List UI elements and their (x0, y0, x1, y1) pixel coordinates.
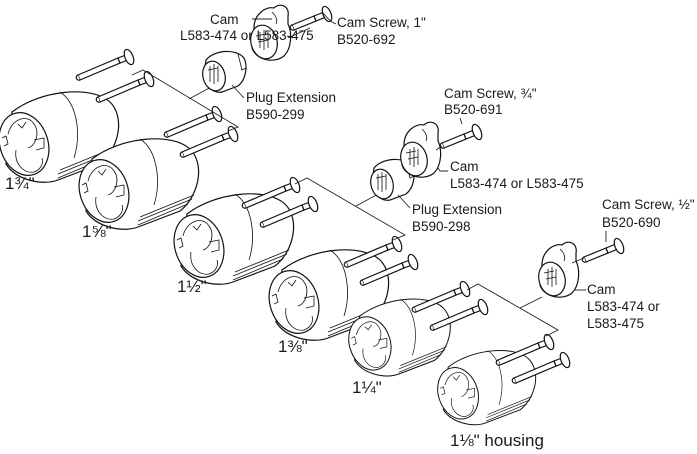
cam-screw-1-part: B520-692 (337, 32, 396, 47)
group-2: Cam Screw, ¾" B520-691 Cam L583-474 or L… (165, 86, 584, 356)
size-label-1-1-8: 1⅛" housing (450, 431, 544, 450)
leader-line (435, 145, 443, 151)
leader-line (437, 167, 448, 172)
bracket-line (294, 177, 407, 241)
cam-1-title: Cam (210, 12, 239, 27)
plug-extension-2-title: Plug Extension (412, 202, 502, 217)
leader-line (459, 117, 463, 125)
cam-3-title: Cam (587, 282, 616, 297)
plug-extension-2-part: B590-298 (412, 219, 471, 234)
group-1: Cam L583-474 or L583-475 Cam Screw, 1" B… (0, 4, 426, 241)
plug-extension-b590-299 (198, 50, 247, 94)
cam-3 (534, 241, 580, 300)
size-label-1-3-4: 1¾" (5, 174, 35, 193)
cam-screw-3-title: Cam Screw, ½" (602, 197, 695, 212)
cam-2-part: L583-474 or L583-475 (450, 176, 584, 191)
cam-2-title: Cam (450, 159, 479, 174)
size-label-1-1-8-value: 1⅛" (450, 431, 480, 450)
leader-line (571, 257, 585, 264)
housing-screw (75, 47, 137, 81)
housing-screw (95, 69, 157, 103)
cam-screw-1-2-inch (581, 236, 627, 263)
leader-line (231, 84, 245, 99)
cam-screw-2-part: B520-691 (444, 102, 503, 117)
leader-line (397, 194, 411, 209)
cam-screw-3-part: B520-690 (602, 215, 661, 230)
size-label-1-3-8: 1⅜" (278, 337, 308, 356)
leader-line (287, 27, 311, 39)
plug-extension-1-part: B590-299 (246, 107, 305, 122)
size-label-1-1-4: 1¼" (352, 378, 382, 397)
cam-1-part: L583-474 or L583-475 (180, 28, 314, 43)
cam-3-part-line1: L583-474 or (587, 299, 660, 314)
housing-screw (163, 104, 225, 138)
cam-screw-3-4-inch (439, 122, 485, 149)
bracket-line (466, 283, 559, 337)
leader-line (519, 296, 543, 309)
cam-3-part-line2: L583-475 (587, 316, 644, 331)
housing-1-1-2 (165, 193, 295, 285)
plug-extension-1-title: Plug Extension (246, 90, 336, 105)
group-3: Cam Screw, ½" B520-690 Cam L583-474 or L… (341, 197, 695, 450)
housing-1-1-8 (430, 350, 537, 426)
size-label-1-1-8-suffix: housing (480, 431, 544, 450)
size-label-1-1-2: 1½" (177, 277, 207, 296)
cam-screw-1-title: Cam Screw, 1" (337, 15, 426, 30)
cam-screw-2-title: Cam Screw, ¾" (444, 86, 537, 101)
size-label-1-5-8: 1⅝" (82, 222, 112, 241)
leader-line (321, 11, 337, 25)
